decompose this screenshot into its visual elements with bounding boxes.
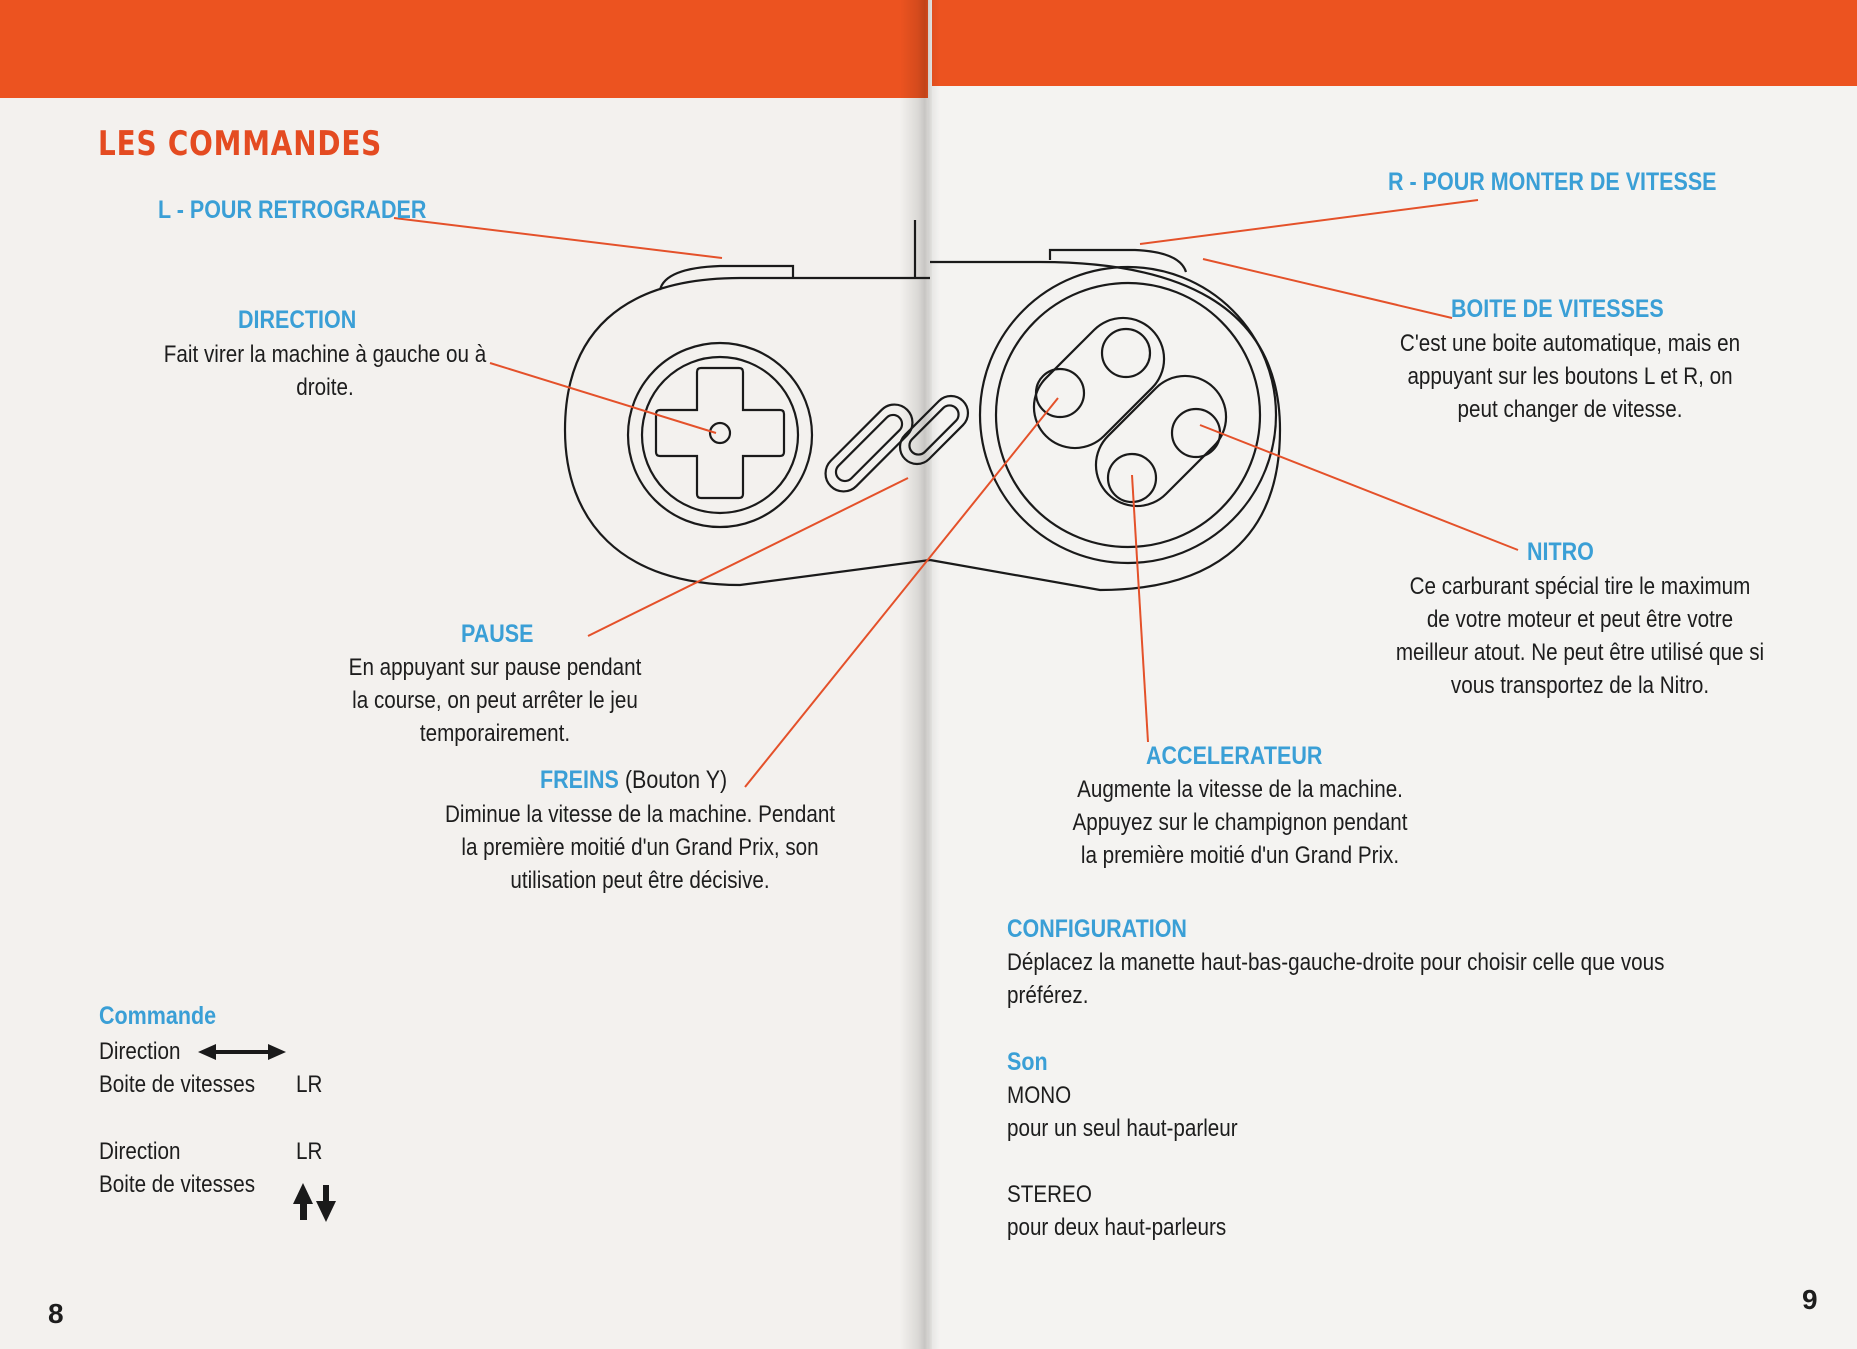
leader-accelerateur [1131,474,1149,743]
dpad-center [708,421,732,445]
leader-l-button [393,217,723,259]
leader-freins [744,397,1059,788]
select-button-outer [824,403,914,493]
leader-boite [1202,258,1453,319]
leader-pause [587,477,909,637]
l-shoulder-button [658,264,795,291]
direction-description: Fait virer la machine à gauche ou à droi… [163,341,487,401]
right-page [932,0,1857,1349]
b-button [1106,452,1158,504]
configuration-label: CONFIGURATION [1007,915,1187,943]
configuration-description: Déplacez la manette haut-bas-gauche-droi… [1007,949,1665,1009]
buttons-inner-ring [994,281,1262,549]
accelerateur-label: ACCELERATEUR [1146,742,1323,770]
son-stereo-desc: pour deux haut-parleurs [1007,1214,1227,1241]
commande-config2-direction: Direction [99,1138,181,1165]
left-page [0,0,928,1349]
pause-label: PAUSE [461,620,534,648]
son-mono-desc: pour un seul haut-parleur [1007,1115,1238,1142]
dpad-outer-ring [626,341,814,529]
leader-r-button [1139,199,1479,245]
boite-label: BOITE DE VITESSES [1451,295,1664,323]
start-button-outer [898,394,970,466]
left-right-arrow-icon [198,1044,286,1060]
freins-description: Diminue la vitesse de la machine. Pendan… [444,801,836,894]
select-button-inner [834,413,904,483]
nitro-label: NITRO [1527,538,1594,566]
commande-config1-gearbox: Boite de vitesses [99,1071,256,1098]
r-shoulder-button [1048,248,1188,273]
direction-label: DIRECTION [238,306,357,334]
r-button-label: R - POUR MONTER DE VITESSE [1388,168,1717,196]
page-title: LES COMMANDES [98,124,383,164]
controller-body-right [929,260,1282,592]
l-button-label: L - POUR RETROGRADER [158,196,427,224]
controller-body-left [563,276,931,587]
boite-description: C'est une boite automatique, mais en app… [1399,330,1741,423]
a-button [1170,407,1222,459]
page-number-right: 9 [1802,1284,1818,1315]
xy-capsule [1032,316,1166,450]
accelerateur-description: Augmente la vitesse de la machine. Appuy… [1072,776,1408,869]
buttons-outer-ring [978,265,1278,565]
leader-nitro [1199,424,1519,551]
freins-suffix: (Bouton Y) [618,766,728,794]
dpad-cross [654,366,786,500]
son-label: Son [1007,1048,1048,1076]
freins-heading: FREINS (Bouton Y) [540,766,727,795]
up-down-arrows-icon [293,1183,336,1222]
freins-label: FREINS [540,766,619,794]
left-header-band [0,0,928,98]
nitro-description: Ce carburant spécial tire le maximum de … [1395,573,1765,699]
commande-config1-gearbox-value: LR [296,1071,323,1098]
leader-direction [489,362,717,434]
commande-config2-gearbox: Boite de vitesses [99,1171,256,1198]
son-stereo: STEREO [1007,1181,1092,1208]
pause-description: En appuyant sur pause pendant la course,… [348,654,642,747]
right-header-band [932,0,1857,86]
commande-config2-direction-value: LR [296,1138,323,1165]
book-spine [900,0,940,1349]
ab-capsule [1094,374,1228,508]
page-number-left: 8 [48,1298,64,1329]
dpad-inner-ring [640,355,800,515]
y-button [1034,367,1086,419]
x-button [1100,327,1152,379]
start-button-inner [908,404,960,456]
son-mono: MONO [1007,1082,1072,1109]
commande-config1-direction: Direction [99,1038,181,1065]
commande-label: Commande [99,1002,217,1030]
